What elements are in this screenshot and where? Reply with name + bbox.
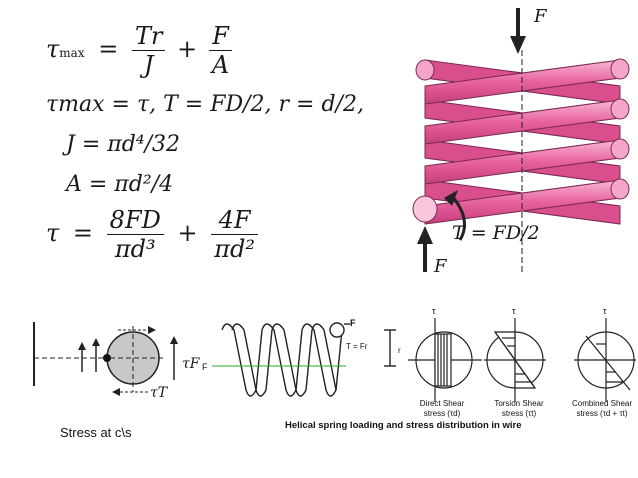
torsion-shear-tau: τ	[512, 306, 516, 316]
combined-shear-panel	[574, 318, 636, 402]
spring-front-coils	[412, 58, 630, 225]
tau-t-label: τT	[150, 385, 168, 401]
combined-shear-tau: τ	[603, 306, 607, 316]
top-force-arrowhead	[510, 36, 526, 54]
spring-side-torque-label: T = Fr	[346, 342, 368, 351]
equation-area: A = πd²/4	[66, 172, 174, 197]
direct-shear-panel	[408, 318, 482, 402]
torque-arc-arrowhead	[444, 190, 458, 206]
bottom-force-arrowhead	[417, 226, 433, 244]
equation-substitutions: τmax = τ, T = FD/2, r = d/2,	[46, 92, 364, 117]
tau-f-label: τF	[182, 356, 200, 372]
spring-side-r-label: r	[398, 346, 401, 355]
direct-shear-tau: τ	[432, 306, 436, 316]
stress-at-cs-label: Stress at c\s	[60, 425, 132, 440]
torsion-shear-panel	[484, 318, 546, 402]
figure-caption: Helical spring loading and stress distri…	[285, 420, 522, 431]
equation-polar-moment: J = πd⁴/32	[66, 132, 181, 157]
cross-section-f-label: F	[202, 362, 208, 372]
spring-side-f-label: F	[350, 318, 356, 328]
torque-label: T = FD/2	[452, 222, 540, 244]
top-force-label: F	[534, 6, 547, 27]
spring-back-coils	[424, 59, 621, 225]
bottom-force-label: F	[434, 256, 447, 277]
spring-side-view	[212, 322, 396, 397]
